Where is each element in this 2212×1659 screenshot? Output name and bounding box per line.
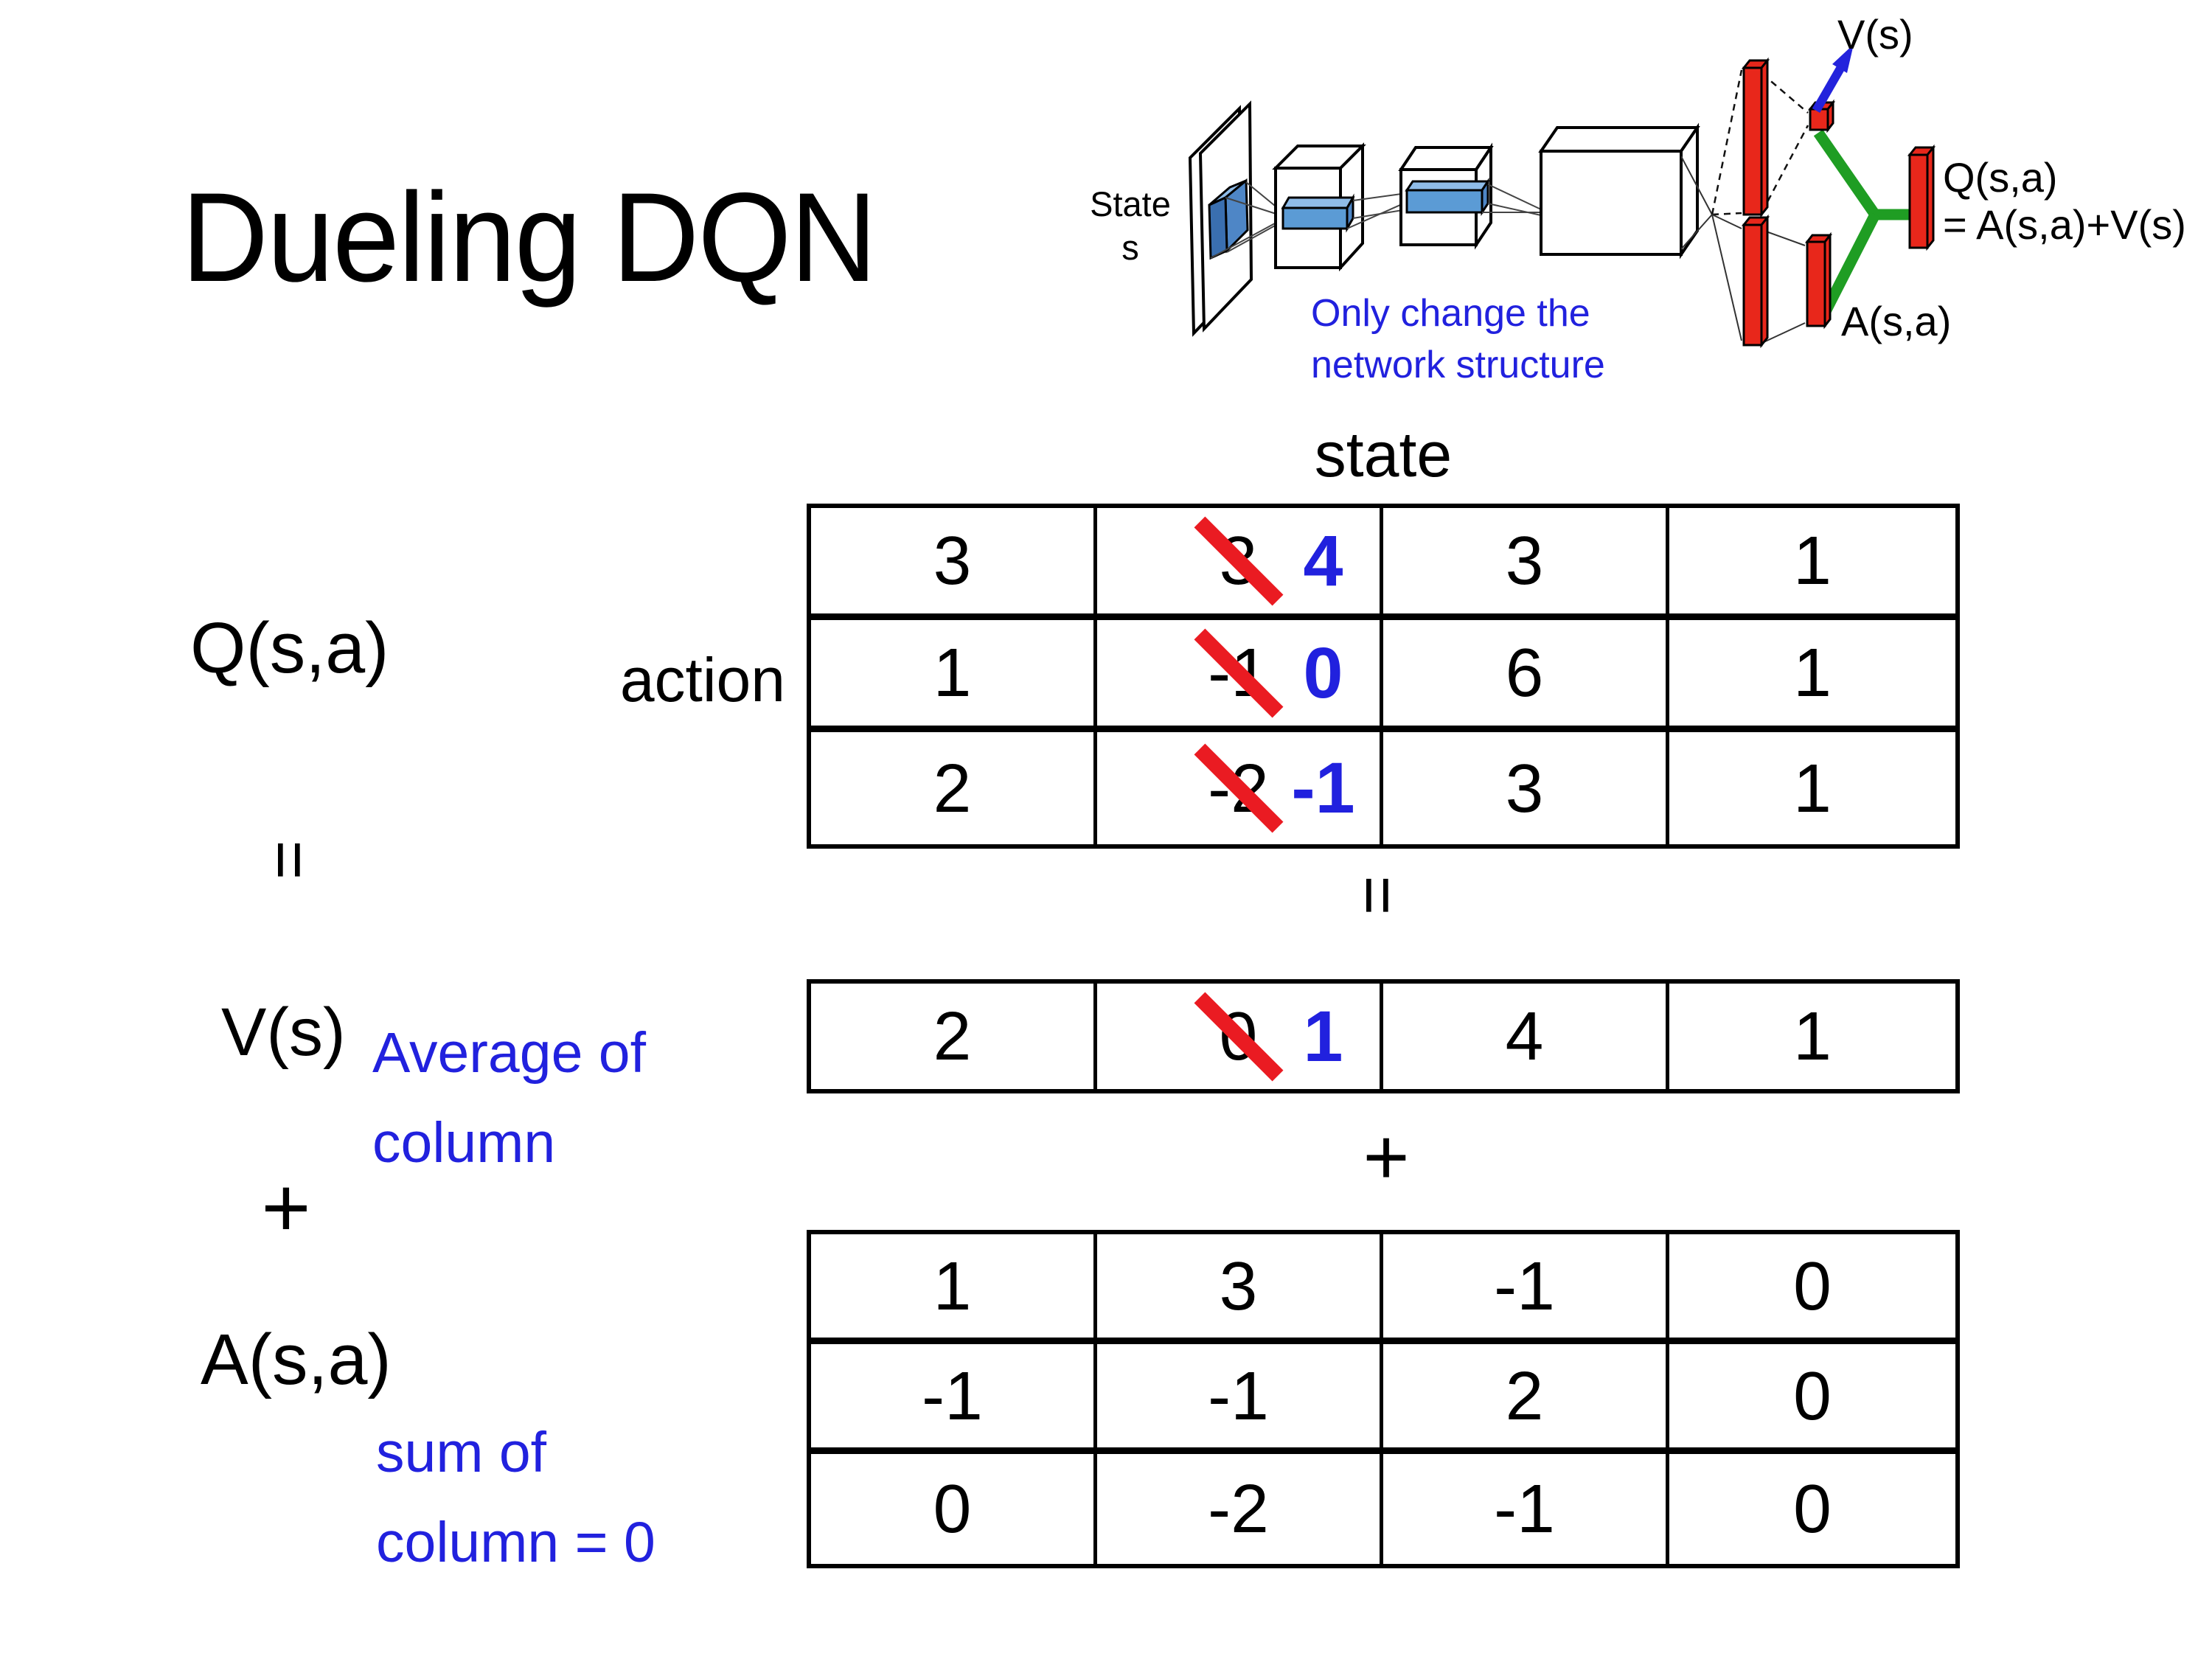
aggregation-connector-icon [1813, 129, 1911, 326]
q-table-cell: 3 [811, 508, 1097, 620]
connection-lines [1346, 192, 1408, 229]
a-table-cell: 3 [1097, 1234, 1383, 1344]
q-table-cell: 1 [1793, 749, 1832, 827]
corrected-value: -1 [1291, 748, 1355, 828]
value-stream-layer-icon [1741, 57, 1770, 218]
equals-mid: = [1340, 875, 1416, 916]
equals-left: = [251, 840, 327, 880]
a-table-cell: -1 [1383, 1454, 1669, 1564]
q-table: 3 3 4 3 1 1 -1 0 6 1 2 -2 -1 3 1 [807, 504, 1960, 849]
corrected-value: 4 [1303, 520, 1343, 601]
value-stream-dashed-lines [1711, 69, 1809, 216]
v-table-cell: 1 [1793, 998, 1832, 1074]
q-table-cell-crossed: -1 0 [1097, 620, 1383, 732]
a-term-label: A(s,a) [201, 1319, 392, 1399]
conv-feature-2-icon [1405, 178, 1490, 216]
a-table-cell: 0 [1669, 1344, 1955, 1454]
q-table-cell: 1 [811, 620, 1097, 732]
a-output-label: A(s,a) [1841, 298, 1951, 344]
state-axis-label: state [1314, 420, 1453, 490]
connection-lines [1680, 156, 1713, 250]
dueling-network-diagram: State s Only change the network structur… [1090, 11, 2186, 386]
v-table: 2 0 1 4 1 [807, 979, 1960, 1093]
a-table: 1 3 -1 0 -1 -1 2 0 0 -2 -1 0 [807, 1230, 1960, 1568]
v-output-arrow-icon [1812, 44, 1854, 113]
a-table-cell: 0 [811, 1454, 1097, 1564]
v-table-cell: 2 [811, 984, 1097, 1089]
q-table-cell-crossed: -2 -1 [1097, 732, 1383, 844]
fc-layer-box-icon [1538, 122, 1700, 260]
state-input-label-s: s [1121, 228, 1139, 267]
a-note-line1: sum of [376, 1421, 547, 1484]
diagram-note-line1: Only change the [1311, 292, 1590, 335]
q-table-cell: 2 [811, 732, 1097, 844]
a-table-cell: 0 [1669, 1234, 1955, 1344]
q-table-cell: 1 [1669, 620, 1955, 732]
q-output-layer-icon [1907, 144, 1936, 251]
advantage-stream-layer-icon [1741, 214, 1770, 349]
a-table-cell: -1 [1097, 1344, 1383, 1454]
conv-feature-1-icon [1281, 193, 1355, 233]
a-table-cell: -1 [1383, 1234, 1669, 1344]
diagram-note-line2: network structure [1311, 344, 1605, 386]
a-table-cell: 1 [811, 1234, 1097, 1344]
q-output-label-line2: = A(s,a)+V(s) [1943, 201, 2186, 248]
v-note-line2: column [372, 1111, 556, 1175]
q-table-cell: 3 [1383, 508, 1669, 620]
input-filter-patch-icon [1208, 178, 1249, 260]
plus-left: + [261, 1161, 311, 1255]
corrected-value: 0 [1303, 632, 1343, 713]
plus-mid: + [1363, 1112, 1410, 1201]
v-table-cell: 4 [1383, 984, 1669, 1089]
a-note-line2: column = 0 [376, 1511, 655, 1574]
advantage-nodes-icon [1804, 232, 1833, 330]
value-node-icon [1807, 99, 1836, 133]
a-table-cell: 2 [1383, 1344, 1669, 1454]
a-table-cell: -1 [811, 1344, 1097, 1454]
v-term-label: V(s) [221, 995, 346, 1070]
v-output-label: V(s) [1837, 11, 1913, 58]
advantage-stream-lines [1711, 214, 1806, 344]
corrected-value: 1 [1303, 995, 1343, 1077]
a-table-cell: -2 [1097, 1454, 1383, 1564]
a-table-cell: 0 [1793, 1470, 1832, 1547]
q-output-label-line1: Q(s,a) [1943, 154, 2058, 201]
q-table-cell: 3 [1383, 732, 1669, 844]
q-table-cell-crossed: 3 4 [1097, 508, 1383, 620]
page-title: Dueling DQN [181, 167, 877, 308]
action-axis-label: action [619, 645, 785, 714]
v-note-line1: Average of [372, 1021, 647, 1085]
v-table-cell-crossed: 0 1 [1097, 984, 1383, 1089]
state-input-label: State [1090, 184, 1171, 223]
q-table-cell: 1 [1669, 508, 1955, 620]
q-term-label: Q(s,a) [190, 608, 389, 688]
q-table-cell: 6 [1383, 620, 1669, 732]
connection-lines [1482, 184, 1542, 216]
